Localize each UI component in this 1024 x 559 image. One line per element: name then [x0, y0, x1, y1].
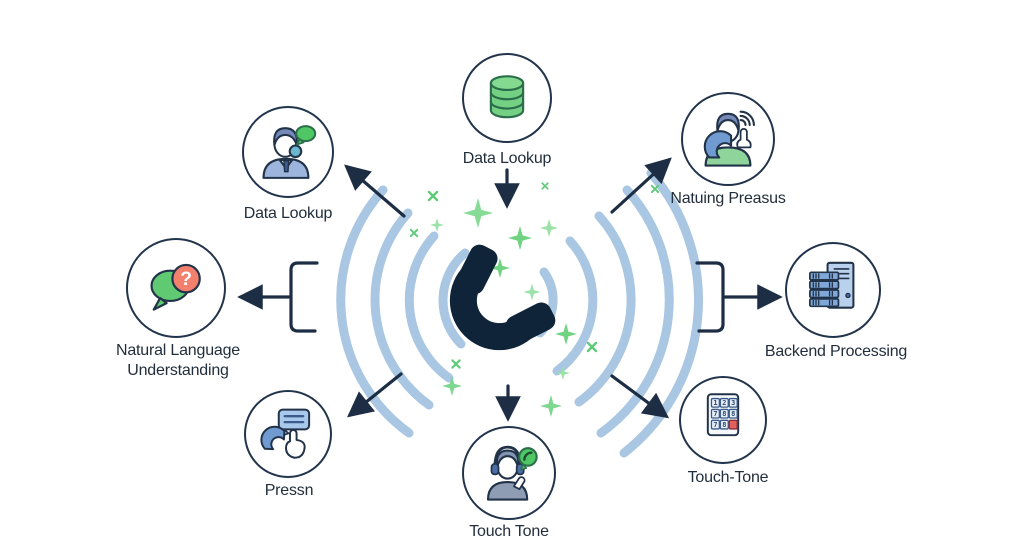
arrow-to-natuing-preasus [610, 157, 672, 214]
node-touch-tone-bottom [462, 426, 556, 520]
keypad-digit: 1 [713, 399, 717, 407]
chat-question-icon: ? [150, 263, 201, 311]
arrow-to-press [347, 372, 403, 418]
agent-headset-icon [486, 445, 538, 501]
phone-hand-icon [260, 408, 311, 459]
right-bracket [695, 261, 725, 333]
keypad-digit: 8 [722, 421, 726, 429]
node-label-data-lookup-upper-left: Data Lookup [243, 205, 333, 222]
node-data-lookup-top [462, 53, 552, 143]
sound-waves [336, 168, 703, 458]
node-label-touch-tone-right: Touch-Tone [687, 469, 769, 486]
keypad-digit: 7 [713, 410, 717, 418]
keypad-red-key [728, 419, 738, 430]
node-touch-tone-right: 1 2 3 7 8 8 7 8 [679, 376, 767, 464]
arrow-to-touch-tone-right [610, 374, 670, 419]
question-mark-glyph: ? [180, 268, 192, 290]
keypad-digit: 3 [731, 399, 735, 407]
server-stack-icon [809, 261, 855, 309]
node-backend-processing [785, 242, 881, 338]
node-label-press: Pressn [264, 482, 314, 499]
keypad-digit: 8 [722, 410, 726, 418]
node-label-natural-language-understanding: Natural Language Understanding [78, 341, 278, 381]
node-press [244, 390, 332, 478]
database-icon [489, 75, 525, 119]
node-natuing-preasus [681, 92, 775, 186]
node-label-data-lookup-top: Data Lookup [462, 150, 552, 167]
keypad-digit: 2 [722, 399, 726, 407]
person-call-icon [703, 110, 755, 167]
person-speech-icon [262, 125, 317, 179]
nlu-label-line2: Understanding [127, 362, 229, 379]
node-label-natuing-preasus: Natuing Preasus [670, 190, 786, 207]
nlu-label-line1: Natural Language [115, 342, 240, 359]
keypad-icon: 1 2 3 7 8 8 7 8 [706, 393, 740, 437]
node-data-lookup-upper-left [242, 106, 334, 198]
node-label-backend-processing: Backend Processing [764, 343, 908, 360]
node-label-touch-tone-bottom: Touch Tone [469, 523, 549, 540]
arrow-to-data-lookup-upper-left [344, 164, 406, 218]
node-natural-language-understanding: ? [126, 238, 226, 338]
phone-handset-icon [449, 244, 556, 351]
keypad-digit: 7 [713, 421, 717, 429]
keypad-digit: 8 [731, 410, 735, 418]
left-bracket [289, 261, 319, 333]
